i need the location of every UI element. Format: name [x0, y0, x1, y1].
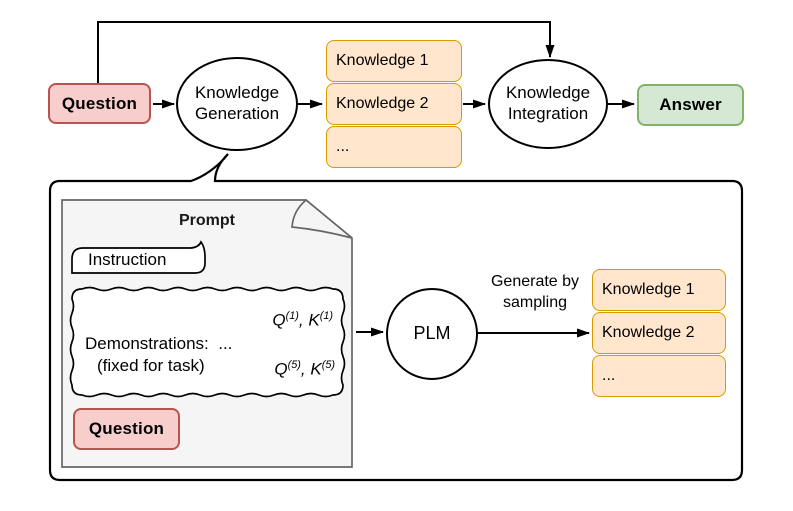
demonstrations-wavy-border: [69, 286, 346, 398]
knowledge-card-more-label: ...: [336, 138, 350, 155]
knowledge-integration-line2: Integration: [507, 104, 589, 123]
knowledge-generation-line1: Knowledge: [194, 83, 280, 102]
generated-knowledge-card-2: Knowledge 2: [592, 312, 726, 354]
question-box: Question: [48, 83, 151, 124]
prompt-page-fold-corner: [291, 198, 353, 239]
answer-box: Answer: [637, 84, 744, 126]
demo-qk-line-5: Q(5), K(5): [274, 359, 335, 379]
demo-fixed-for-task-label: (fixed for task): [97, 356, 205, 375]
plm-label: PLM: [413, 323, 451, 343]
knowledge-card-2: Knowledge 2: [326, 83, 462, 125]
prompt-title: Prompt: [179, 212, 235, 229]
knowledge-generation-label: Knowledge Generation: [177, 82, 297, 124]
instruction-shape: [71, 240, 206, 274]
knowledge-generation-line2: Generation: [194, 104, 280, 123]
generated-knowledge-card-more: ...: [592, 355, 726, 397]
instruction-label: Instruction: [88, 250, 167, 269]
knowledge-card-1-label: Knowledge 1: [336, 52, 429, 69]
knowledge-integration-ellipse: [488, 59, 608, 149]
generated-knowledge-card-more-label: ...: [602, 367, 616, 384]
demo-qk-line-1: Q(1), K(1): [272, 310, 333, 330]
generated-knowledge-card-1: Knowledge 1: [592, 269, 726, 311]
prompt-question-box: Question: [73, 408, 180, 450]
knowledge-card-more: ...: [326, 126, 462, 168]
knowledge-card-2-label: Knowledge 2: [336, 95, 429, 112]
generated-knowledge-card-1-label: Knowledge 1: [602, 281, 695, 298]
knowledge-integration-line1: Knowledge: [505, 83, 591, 102]
knowledge-integration-label: Knowledge Integration: [489, 82, 607, 124]
generate-by-sampling-label: Generate by sampling: [473, 271, 597, 313]
demo-demonstrations-label: Demonstrations: ...: [85, 334, 233, 353]
answer-label: Answer: [659, 95, 722, 114]
generate-by-line: Generate by: [490, 273, 580, 290]
knowledge-card-1: Knowledge 1: [326, 40, 462, 82]
question-to-integration-arrow: [97, 21, 555, 83]
generated-knowledge-card-2-label: Knowledge 2: [602, 324, 695, 341]
sampling-line: sampling: [502, 294, 568, 311]
question-label: Question: [61, 93, 138, 113]
prompt-question-label: Question: [88, 419, 165, 438]
plm-circle: [386, 288, 478, 380]
